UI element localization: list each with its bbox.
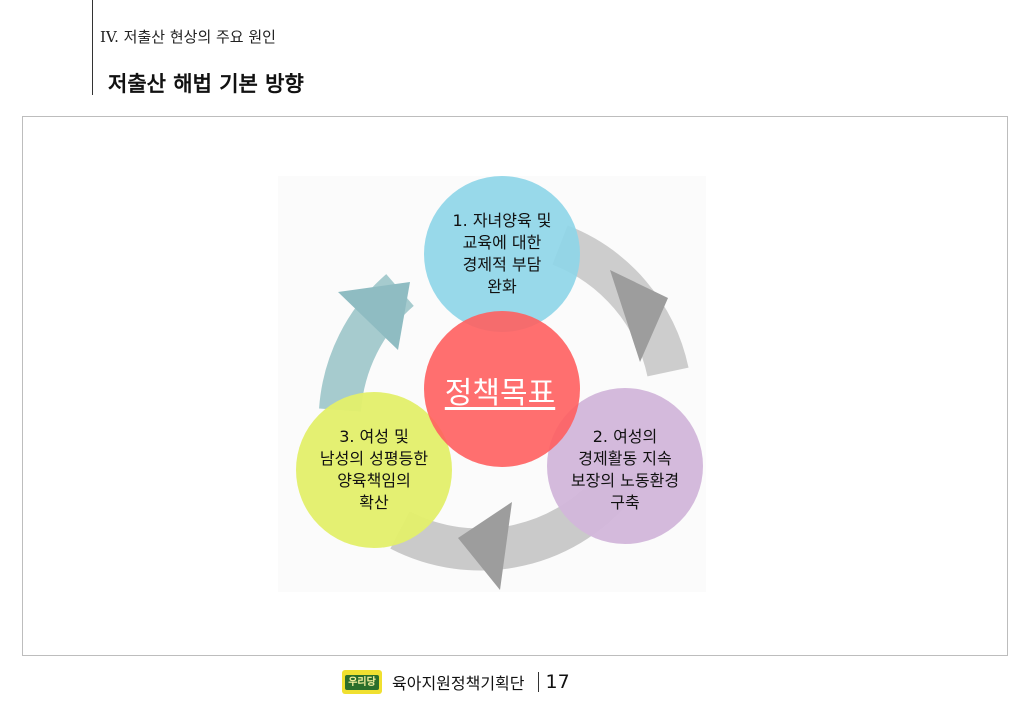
footer-divider <box>538 672 540 692</box>
center-circle <box>424 311 580 467</box>
arrow-head-left <box>338 282 410 350</box>
center-label: 정책목표 <box>444 376 556 411</box>
page-title: 저출산 해법 기본 방향 <box>108 72 304 96</box>
circle-label-3: 3. 여성 및 남성의 성평등한 양육책임의 확산 <box>319 427 429 512</box>
circle-3 <box>296 392 452 548</box>
header-divider <box>92 0 93 95</box>
party-logo: 우리당 <box>342 670 382 694</box>
arrow-head-bottom <box>458 502 512 590</box>
circle-2 <box>547 388 703 544</box>
circle-label-2: 2. 여성의 경제활동 지속 보장의 노동환경 구축 <box>570 427 680 512</box>
logo-text: 우리당 <box>345 674 379 690</box>
section-label: IV. 저출산 현상의 주요 원인 <box>100 28 276 46</box>
footer: 우리당 육아지원정책기획단 17 <box>342 668 570 696</box>
page-number: 17 <box>545 671 570 693</box>
circle-1 <box>424 176 580 332</box>
arrow-head-right <box>610 270 668 362</box>
circle-label-1: 1. 자녀양육 및 교육에 대한 경제적 부담 완화 <box>452 211 552 296</box>
org-name: 육아지원정책기획단 <box>392 674 525 693</box>
